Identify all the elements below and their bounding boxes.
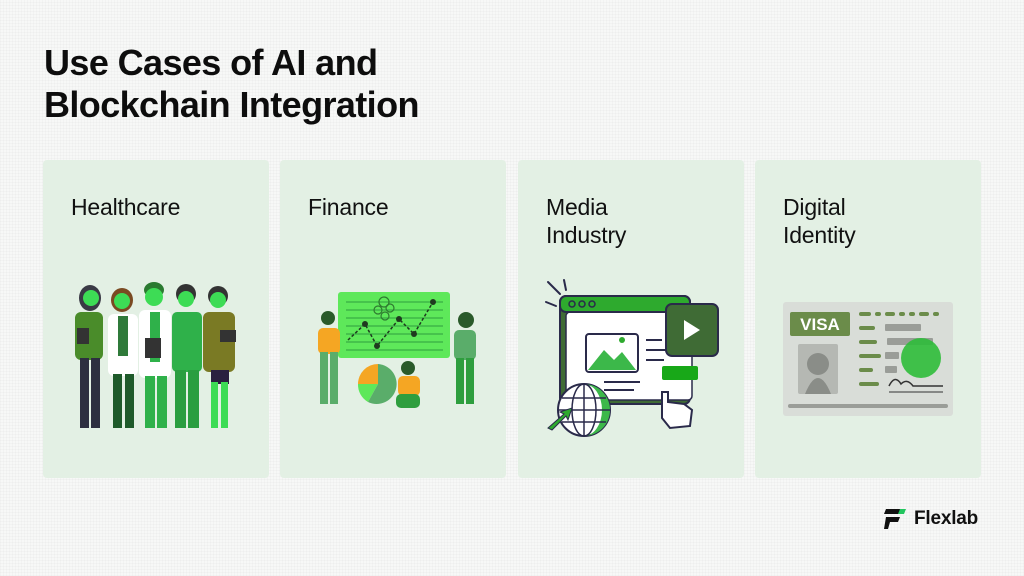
card-title-line: Digital xyxy=(783,194,846,220)
card-title: Finance xyxy=(308,193,389,221)
card-title-line: Healthcare xyxy=(71,194,181,220)
card-media-industry: Media Industry xyxy=(518,160,744,478)
svg-text:VISA: VISA xyxy=(800,315,840,334)
web-media-browser-illustration xyxy=(545,279,719,437)
flexlab-logo-icon xyxy=(884,509,906,529)
card-finance: Finance xyxy=(280,160,506,478)
card-title: Healthcare xyxy=(71,193,180,221)
title-line-1: Use Cases of AI and xyxy=(44,42,378,83)
brand-name: Flexlab xyxy=(914,508,979,529)
title-line-2: Blockchain Integration xyxy=(44,84,419,125)
slide-title: Use Cases of AI and Blockchain Integrati… xyxy=(44,42,544,126)
card-title-line: Industry xyxy=(546,222,627,248)
card-digital-identity: Digital Identity VISA xyxy=(755,160,981,478)
card-title: Digital Identity xyxy=(783,193,856,249)
card-title-line: Finance xyxy=(308,194,389,220)
medical-team-illustration xyxy=(75,282,236,428)
flexlab-logo: Flexlab xyxy=(884,508,978,530)
visa-id-card-illustration: VISA xyxy=(783,302,953,416)
card-title: Media Industry xyxy=(546,193,626,249)
card-healthcare: Healthcare xyxy=(43,160,269,478)
financial-chart-team-illustration xyxy=(318,292,476,408)
card-title-line: Media xyxy=(546,194,608,220)
card-title-line: Identity xyxy=(783,222,856,248)
